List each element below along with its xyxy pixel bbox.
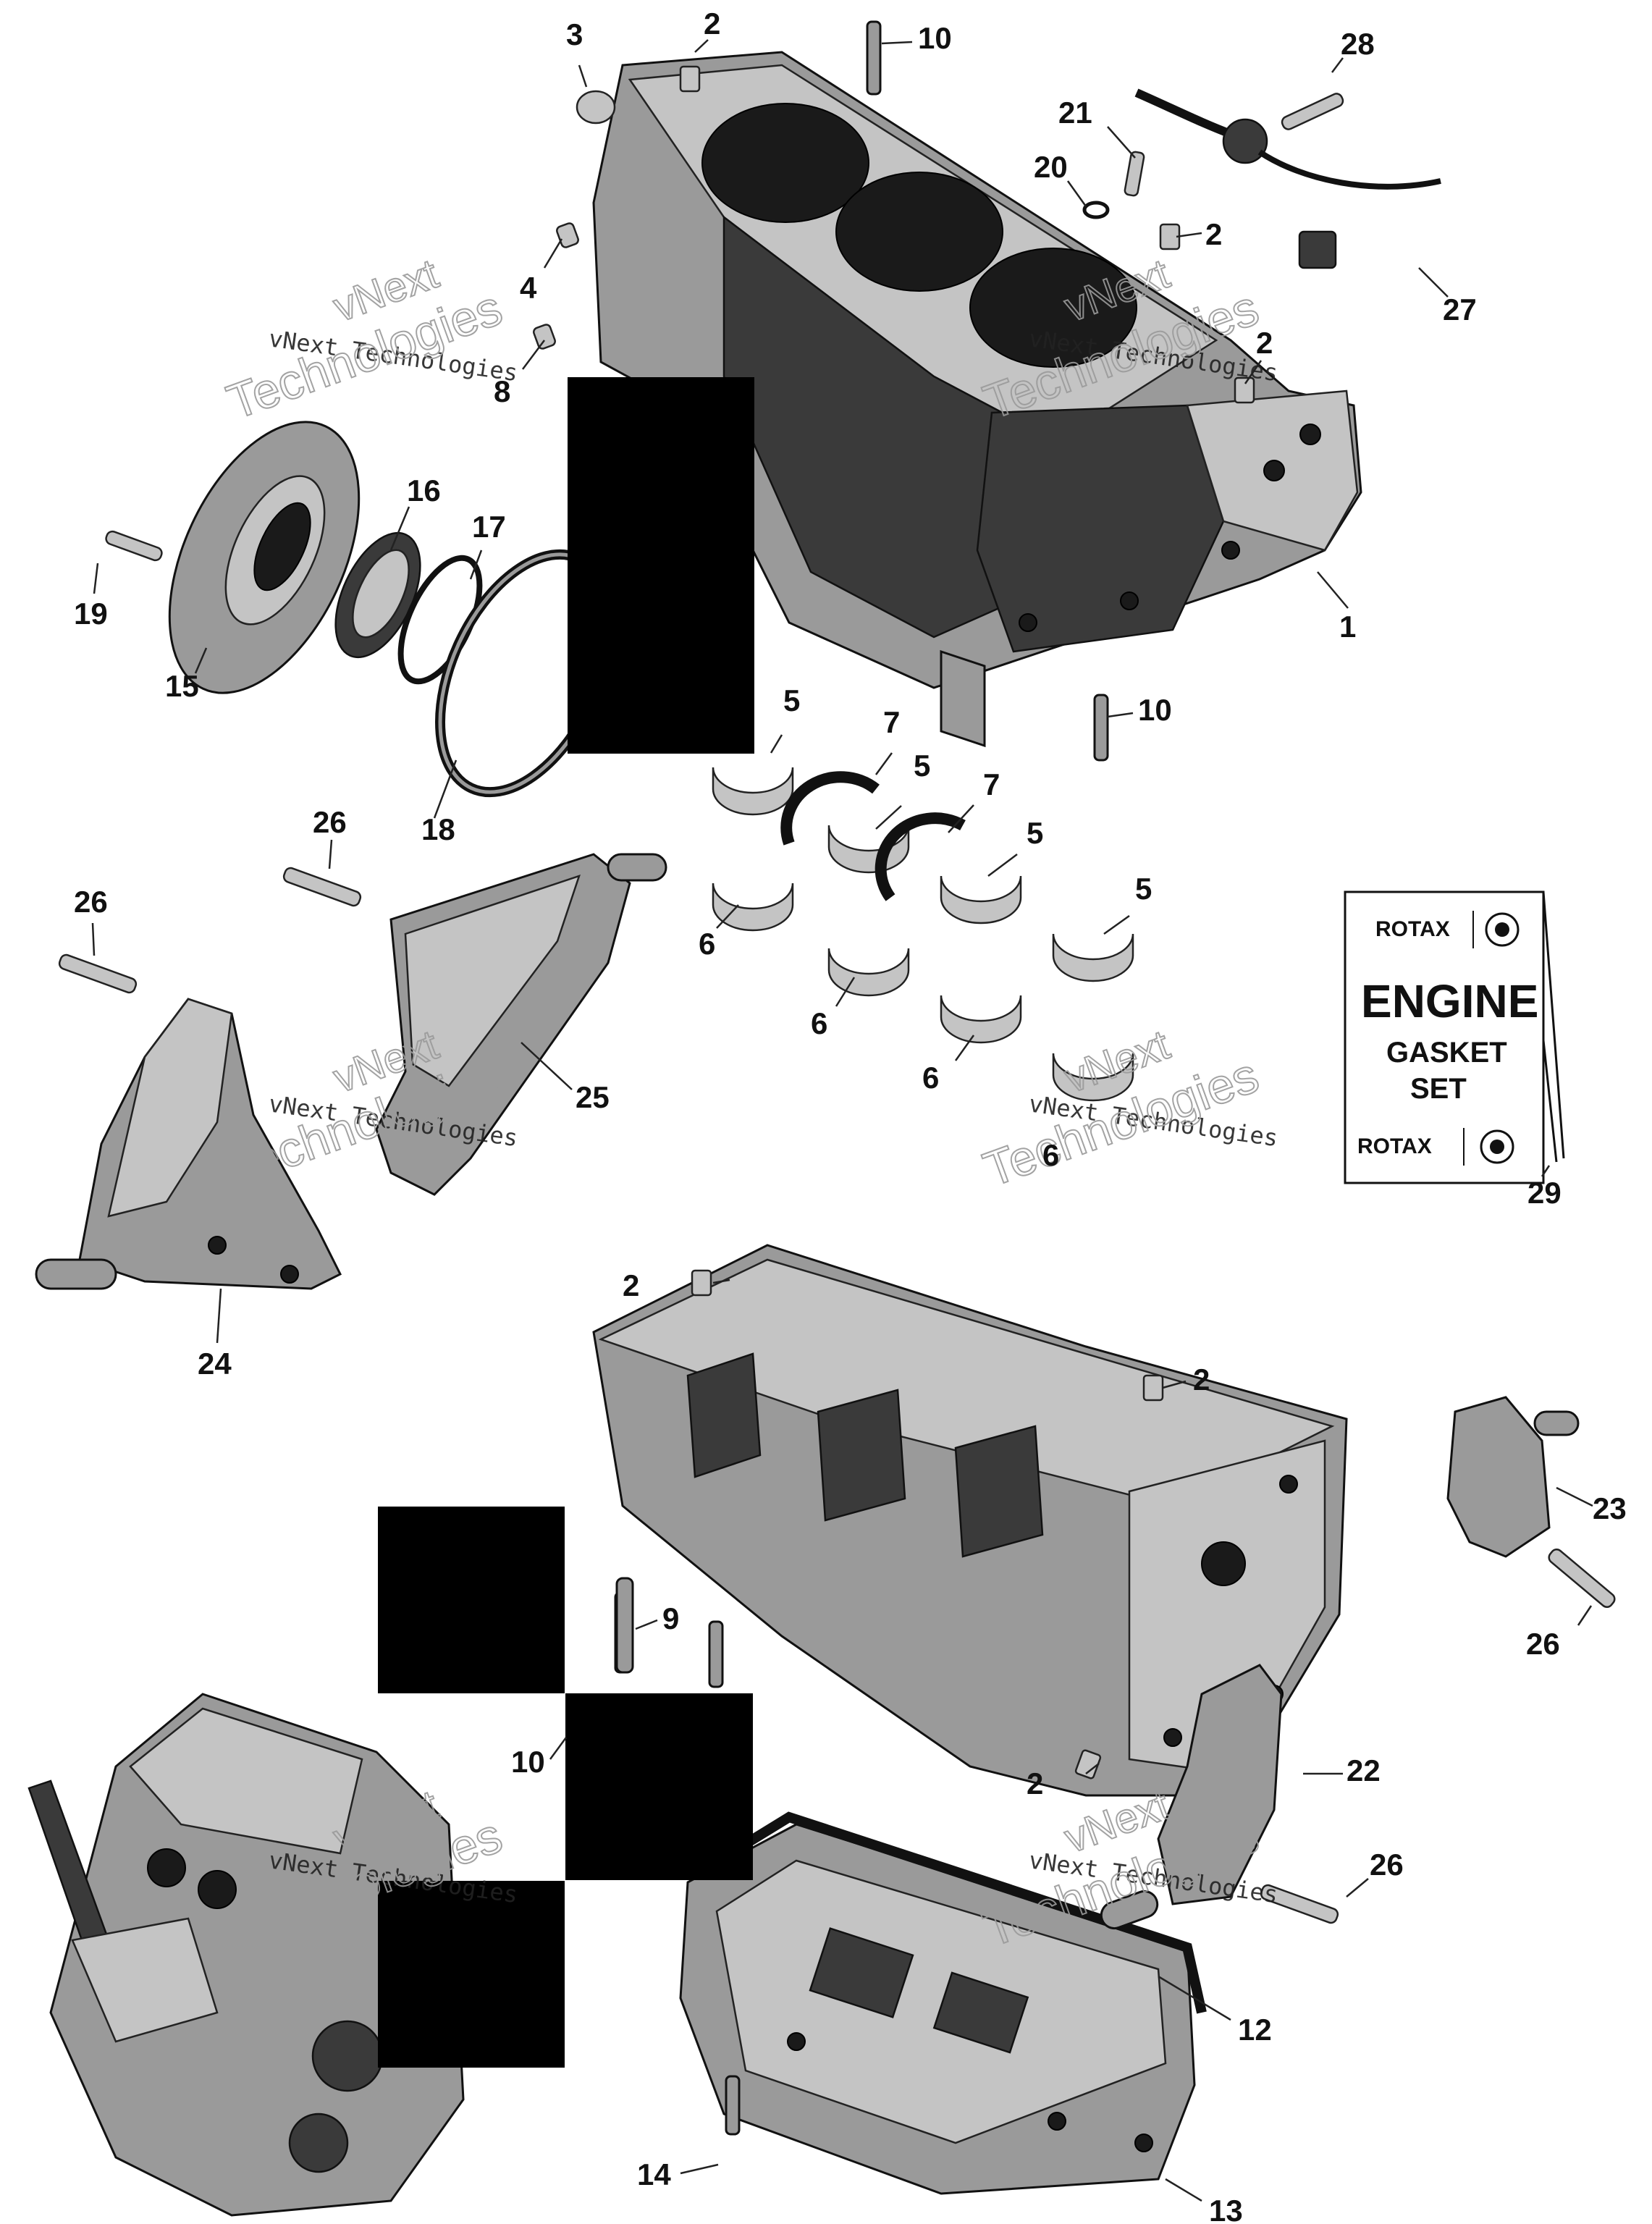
callout-10: 10 [511,1745,545,1779]
plugs-4-8 [533,222,579,350]
callout-10: 10 [918,21,952,55]
callout-24: 24 [198,1347,232,1381]
screw-14 [725,2075,741,2136]
callout-7: 7 [883,705,900,739]
brp-logo-icon [1480,1129,1514,1164]
callout-5: 5 [914,749,930,783]
gasket-kit-card: ROTAX ENGINE GASKET SET ROTAX [1344,890,1565,1184]
bolts-26 [58,867,1616,1924]
callout-3: 3 [566,17,583,51]
kit-brand-bottom: ROTAX [1357,1134,1432,1158]
callout-26: 26 [1526,1627,1560,1661]
callout-25: 25 [576,1080,610,1114]
callout-2: 2 [1027,1766,1043,1800]
thrust-washers [780,771,966,901]
stud-9 [615,1577,634,1674]
callout-12: 12 [1238,2013,1272,2047]
callout-8: 8 [494,374,510,408]
redaction-block [565,1693,753,1880]
callout-19: 19 [74,597,108,631]
callout-27: 27 [1443,292,1477,327]
callout-2: 2 [1256,326,1273,360]
callout-5: 5 [1135,872,1152,906]
main-bearings-lower [712,883,1134,1102]
callout-6: 6 [922,1061,939,1095]
callout-23: 23 [1593,1491,1627,1525]
o-ring-20 [1082,201,1110,219]
bolt-19 [105,530,163,562]
brp-logo-icon [1485,912,1520,947]
callout-17: 17 [472,510,506,544]
callout-2: 2 [704,7,720,41]
oil-baffle-plate [679,1811,1207,2195]
callout-6: 6 [1042,1138,1059,1172]
callout-28: 28 [1341,27,1375,61]
main-bearings-upper [712,767,1134,982]
callout-2: 2 [1193,1362,1210,1397]
expansion-plug-3 [576,90,616,125]
callout-2: 2 [1205,217,1222,251]
callout-22: 22 [1347,1753,1381,1787]
redaction-block [568,377,754,754]
callout-7: 7 [983,767,1000,801]
callout-26: 26 [74,885,108,919]
callout-1: 1 [1339,610,1356,644]
callout-labels: 1 2 2 2 2 2 2 3 4 5 5 5 5 6 6 6 6 7 7 8 … [74,7,1627,2224]
knock-sensor [1134,88,1441,269]
callout-14: 14 [637,2157,671,2191]
callout-9: 9 [662,1601,679,1635]
sensor-bolt-21 [1124,151,1145,197]
callout-26: 26 [313,805,347,839]
redaction-block [378,1507,565,1693]
callout-4: 4 [520,271,537,305]
callout-18: 18 [421,812,455,846]
callout-29: 29 [1527,1176,1562,1210]
cylinder-block [592,51,1362,748]
kit-title-engine: ENGINE [1361,975,1538,1027]
bolt-28 [1281,93,1344,130]
callout-6: 6 [811,1006,827,1040]
callout-13: 13 [1209,2194,1243,2224]
leader-lines [91,39,1593,2202]
callout-21: 21 [1058,96,1092,130]
redaction-block [378,1881,565,2068]
engine-mount-22 [1100,1664,1283,1930]
callout-5: 5 [783,683,800,717]
watermark: vNext vNext Technologies Technologies [219,249,519,431]
engine-mount-25 [375,853,667,1196]
callout-20: 20 [1034,150,1068,184]
engine-mount-24 [35,998,342,1290]
callout-2: 2 [623,1268,639,1302]
watermark: vNext vNext Technologies Technologies [976,1020,1279,1198]
callout-6: 6 [699,927,715,961]
engine-mount-23 [1446,1396,1580,1558]
callout-15: 15 [165,669,199,703]
kit-brand-top: ROTAX [1375,917,1450,941]
callout-26: 26 [1370,1848,1404,1882]
bearing-cover [168,421,361,694]
callout-5: 5 [1027,816,1043,850]
kit-title-gasket: GASKET [1386,1037,1507,1069]
callout-16: 16 [407,473,441,507]
kit-title-set: SET [1410,1073,1467,1105]
assembled-engine-view [28,1693,465,2217]
callout-10: 10 [1138,693,1172,727]
dowel-pins [679,65,1255,1779]
